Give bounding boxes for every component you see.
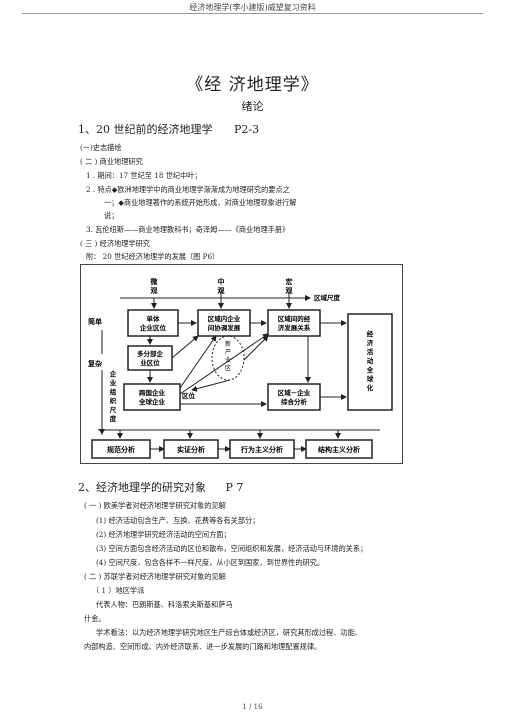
- svg-text:区域内企业间协调发展: 区域内企业间协调发展: [208, 314, 241, 332]
- sec2-line: (3) 空间方面包含经济活动的区位和散布，空间组织和发展，经济活动与环境的关系；: [96, 544, 368, 553]
- running-header: 经济地理学(李小建版)威望复习资料: [189, 3, 316, 12]
- sec1-line: 说；: [104, 211, 119, 220]
- sec2-line: 内部构造、空间形成、内外经济联系、进一步发展的门路和地理配置规律。: [84, 642, 322, 651]
- section-1-pages: P2-3: [234, 123, 260, 136]
- svg-text:区域－企业综合分析: 区域－企业综合分析: [278, 388, 311, 406]
- svg-text:单体企业区位: 单体企业区位: [139, 314, 167, 332]
- sec2-line: （ 1 ）地区学派: [92, 586, 145, 595]
- sec1-line: ( 三 ) 经济地理学研究: [80, 239, 150, 248]
- document-title: 《经 济地理学》: [186, 75, 319, 95]
- svg-text:跨国企业全球企业: 跨国企业全球企业: [138, 388, 166, 406]
- section-2-heading: 2、经济地理学的研究对象 P 7: [78, 479, 243, 495]
- box-multi-branch: [127, 345, 173, 371]
- sec1-line: 一；◆商业地理著作的系统开始形成，对商业地理现象进行解: [104, 198, 297, 207]
- sec1-line: 1 . 期间：17 世纪至 18 世纪中叶；: [86, 171, 202, 180]
- sec1-line: 3. 瓦伦纽斯——商业地理教科书；奇泽姆——《商业地理手册》: [86, 225, 290, 234]
- header-rule: [22, 13, 483, 14]
- label-micro: 微观: [150, 277, 159, 295]
- new-industrial-district: [211, 335, 245, 381]
- label-simple: 简单: [88, 317, 102, 326]
- label-location: 区位: [182, 391, 196, 400]
- economic-geography-diagram: 微观 中观 宏观 区域尺度 简单 复杂 企业组织尺度 单体企业区位 区域内企业间…: [80, 264, 403, 464]
- box-globalization: [347, 313, 393, 411]
- section-2-title: 2、经济地理学的研究对象: [78, 481, 206, 494]
- box-single-firm: [127, 309, 179, 337]
- label-complex: 复杂: [87, 359, 102, 368]
- label-normative: 规范分析: [107, 445, 135, 454]
- page-number: 1 / 16: [242, 703, 263, 711]
- section-2-pages: P 7: [225, 481, 244, 494]
- sec2-line: 代表人物：巴朗斯基、科洛索夫斯基和萨马: [96, 600, 233, 609]
- sec1-line: ( 二 ) 商业地理研究: [80, 157, 143, 166]
- box-inter-region: [267, 309, 321, 337]
- box-intra-region: [197, 309, 251, 337]
- sec2-line: 学术看法：以为经济地理学研究地区生产综合体或经济区，研究其形成过程、功能、: [96, 628, 362, 637]
- sec2-line: (1) 经济活动包含生产、互换、花费等各有关部分；: [96, 516, 260, 525]
- sec2-line: ( 二 ) 苏联学者对经济地理学研究对象的见解: [84, 572, 226, 581]
- label-region-scale: 区域尺度: [314, 293, 341, 302]
- sec1-line: (一)史志描绘: [80, 143, 122, 152]
- text-globalization: 经济活动全球化: [366, 329, 374, 392]
- box-transnational: [123, 383, 181, 411]
- sec2-line: ( 一 ) 欧美学者对经济地理学研究对象的见解: [84, 501, 226, 510]
- sec2-line: (4) 空间尺度，包含各样不一样尺度，从小区到国家，到世界性的研究。: [96, 558, 325, 567]
- label-behavioral: 行为主义分析: [240, 445, 283, 454]
- label-structural: 结构主义分析: [317, 445, 360, 454]
- sec1-line: 附： 20 世纪经济地理学的发展（图 P6）: [86, 252, 220, 261]
- chapter-subtitle: 绪论: [241, 100, 264, 113]
- label-org-scale: 企业组织尺度: [109, 369, 117, 423]
- label-empirical: 实证分析: [177, 445, 205, 454]
- box-region-firm: [267, 383, 321, 411]
- section-1-heading: 1、20 世纪前的经济地理学 P2-3: [78, 121, 259, 137]
- svg-text:新产业区: 新产业区: [225, 340, 231, 372]
- sec1-line: 2 . 特点◆欧洲地理学中的商业地理学渐渐成为地理研究的要点之: [86, 185, 290, 194]
- svg-text:区域间的经济发展关系: 区域间的经济发展关系: [278, 314, 311, 332]
- label-macro: 宏观: [286, 277, 293, 295]
- sec2-line: (2) 经济地理学研究经济活动的空间方面；: [96, 530, 231, 539]
- svg-text:多分部企业区位: 多分部企业区位: [137, 349, 164, 367]
- sec2-line: 什金。: [84, 614, 106, 623]
- section-1-title: 1、20 世纪前的经济地理学: [78, 123, 213, 136]
